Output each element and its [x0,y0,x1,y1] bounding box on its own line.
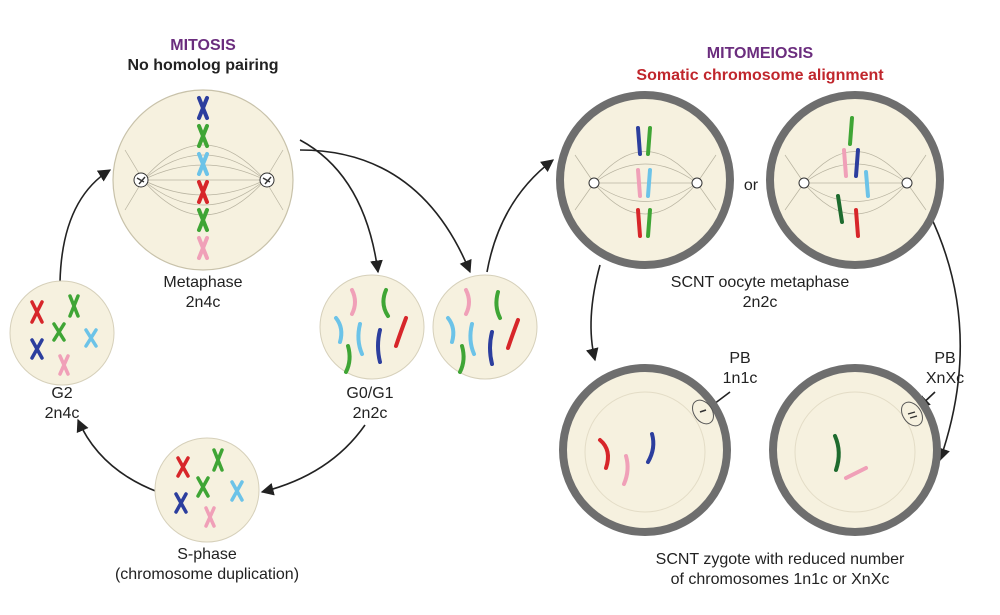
intermediate-cell [432,274,538,380]
metaphase-cell [112,89,294,271]
g0g1-cell [319,274,425,380]
g2-cell [9,280,115,386]
sphase-detail: (chromosome duplication) [114,566,300,583]
g0g1-ploidy: 2n2c [352,405,388,422]
or-label: or [743,177,759,194]
sphase-label: S-phase [177,546,237,563]
centrosome-left [133,172,149,188]
arrow-oocyte-to-zygote-left [586,264,601,362]
zygote-left-cell [559,364,731,536]
mitomeiosis-subtitle: Somatic chromosome alignment [636,67,884,84]
metaphase-chromosomes [197,96,209,260]
arrow-metaphase-to-g0g1 [299,139,383,274]
oocyte-right-cell [766,91,944,269]
zygote-right-cell [769,364,941,536]
mitomeiosis-title: MITOMEIOSIS [706,45,814,62]
arrow-g2-to-metaphase [59,169,112,283]
pb-left-ploidy: 1n1c [722,370,758,387]
metaphase-ploidy: 2n4c [185,294,221,311]
metaphase-label: Metaphase [163,274,243,291]
arrow-oocyte-to-zygote-right [929,214,962,462]
centrosome-right [259,172,275,188]
arrow-metaphase-to-cell [299,149,472,274]
polar-body-right [901,401,923,427]
sphase-cell [154,437,260,543]
pb-right-label: PB [934,350,956,367]
g2-ploidy: 2n4c [44,405,80,422]
arrow-cell-to-oocyte [486,159,555,273]
arrow-g0g1-to-sphase [260,424,366,496]
oocyte-ploidy: 2n2c [742,294,778,311]
polar-body-left [692,399,714,425]
mitosis-title: MITOSIS [170,37,236,54]
g0g1-label: G0/G1 [346,385,394,402]
oocyte-left-cell [556,91,734,269]
zygote-caption-line2: of chromosomes 1n1c or XnXc [670,571,890,588]
arrow-sphase-to-g2 [76,418,159,493]
cycle-arrows [59,139,962,496]
mitosis-subtitle: No homolog pairing [127,57,279,74]
g2-label: G2 [51,385,73,402]
zygote-caption-line1: SCNT zygote with reduced number [655,551,905,568]
pb-left-label: PB [729,350,751,367]
oocyte-label: SCNT oocyte metaphase [670,274,850,291]
pb-right-ploidy: XnXc [925,370,965,387]
